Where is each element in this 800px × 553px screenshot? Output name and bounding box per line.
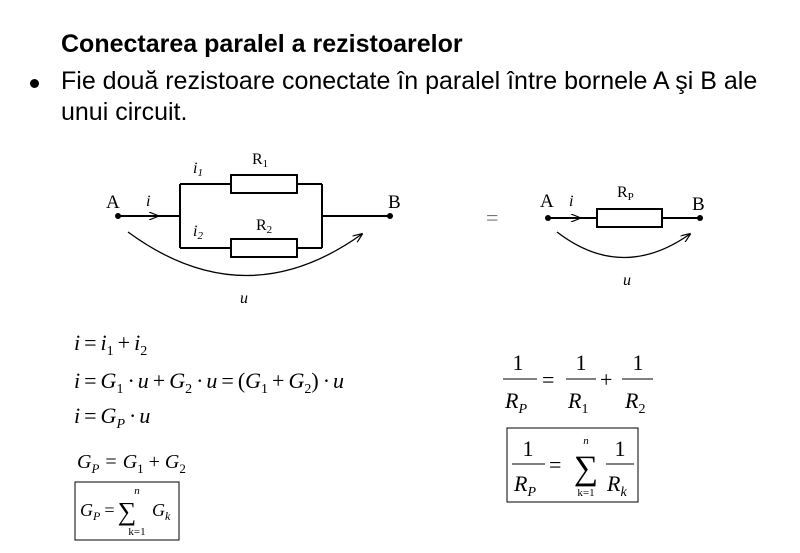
formula-eq7-box [506, 427, 639, 503]
formula-eq5-sum: ∑ [118, 497, 137, 526]
svg-text:1: 1 [576, 350, 587, 375]
current-i1-label: i1 [193, 160, 203, 179]
resistor-r2 [230, 238, 298, 258]
equivalence-sign: = [486, 205, 498, 230]
formula-eq5-box [74, 481, 180, 541]
svg-text:k=1: k=1 [577, 487, 594, 499]
svg-text:1: 1 [523, 436, 534, 461]
voltage-arrow-left [127, 231, 362, 277]
svg-text:1: 1 [633, 350, 644, 375]
voltage-u-label: u [240, 290, 248, 307]
svg-text:n: n [583, 435, 589, 447]
node-a-right [545, 215, 551, 221]
slide-title: Conectarea paralel a rezistoarelor [61, 30, 463, 58]
formula-eq5-bottom: k=1 [128, 526, 145, 538]
formula-eq7: 1 RP = ∑ n k=1 1 Rk [506, 427, 639, 503]
svg-text:RP: RP [504, 388, 527, 417]
formula-eq5-lhs: GP= [80, 500, 115, 523]
voltage-u-right-label: u [623, 272, 631, 289]
bullet-text: Fie două rezistoare conectate în paralel… [61, 67, 758, 126]
svg-text:Rk: Rk [606, 471, 627, 500]
voltage-arrow-right [556, 231, 690, 259]
node-a-left [115, 213, 121, 219]
resistor-r1-label: R1 [252, 151, 268, 170]
node-b-right-label: B [692, 194, 705, 215]
svg-text:∑: ∑ [574, 450, 598, 487]
current-i-label: i [146, 193, 150, 210]
resistor-rp-label: RP [617, 184, 634, 203]
formula-eq3: i=GP·u [74, 403, 150, 432]
node-a-label: A [106, 192, 120, 213]
svg-text:+: + [600, 367, 612, 392]
svg-text:1: 1 [513, 350, 524, 375]
resistor-r1 [230, 174, 298, 194]
svg-text:=: = [549, 452, 561, 477]
resistor-r2-label: R2 [256, 217, 272, 236]
current-i2-label: i2 [193, 223, 203, 242]
svg-text:R2: R2 [624, 388, 645, 417]
formula-eq6: 1 RP = 1 R1 + 1 R2 [503, 350, 653, 417]
svg-text:RP: RP [513, 471, 536, 500]
bullet-dot-icon [30, 79, 39, 88]
formula-eq4: GP=G1+G2 [77, 451, 186, 476]
node-b-right [697, 215, 703, 221]
current-right-label: i [569, 193, 573, 210]
node-b-left [387, 213, 393, 219]
svg-text:1: 1 [615, 436, 626, 461]
node-a-right-label: A [540, 191, 554, 212]
parallel-circuit [118, 174, 390, 258]
node-b-label: B [388, 192, 401, 213]
formula-eq2: i=G1·u+G2·u=(G1+G2)·u [74, 368, 344, 397]
svg-text:=: = [542, 367, 554, 392]
svg-text:R1: R1 [567, 388, 588, 417]
formula-eq1: i=i1+i2 [74, 330, 147, 359]
formula-eq5-top: n [134, 485, 140, 497]
formula-eq5-gk: Gk [152, 500, 171, 523]
resistor-rp [596, 208, 663, 228]
